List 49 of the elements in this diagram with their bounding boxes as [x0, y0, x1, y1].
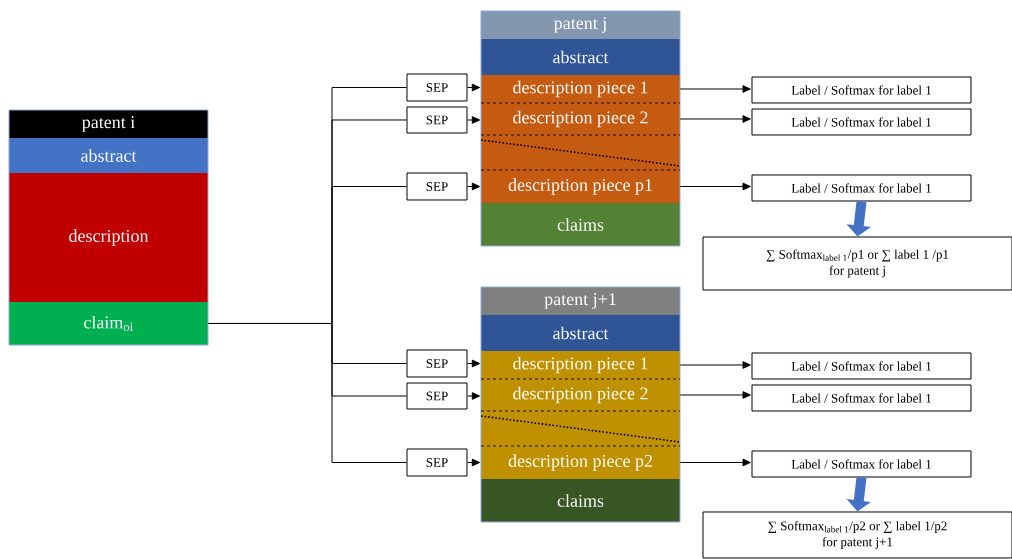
arrow [679, 458, 751, 467]
section-band: description piece 1 [481, 75, 680, 103]
section-band: abstract [481, 39, 680, 75]
label-box: Label / Softmax for label 1 [751, 352, 972, 380]
arrow [679, 391, 751, 399]
sep-box: SEP [406, 73, 468, 102]
formula-box: ∑ Softmax$_{label 1}$/p1 or ∑ label 1 /p1 for patent j [702, 236, 1012, 291]
formula-box: ∑ Softmax$_{label 1}$/p2 or ∑ label 1/p2 for patent j+1 [702, 511, 1012, 559]
section-band: description piece 1 [481, 351, 680, 379]
arrow [467, 182, 481, 191]
label-box: Label / Softmax for label 1 [751, 384, 972, 412]
label-box: Label / Softmax for label 1 [751, 108, 972, 136]
label-box: Label / Softmax for label 1 [751, 174, 972, 202]
connector [207, 323, 407, 463]
node-label: description piece p1 [508, 178, 652, 195]
arrow [467, 83, 481, 92]
section-band: abstract [481, 315, 680, 351]
section-band: claims [481, 479, 680, 522]
arrow [679, 361, 751, 369]
arrow [679, 115, 751, 123]
arrow [467, 359, 481, 368]
header-band: patent i [9, 110, 208, 138]
arrow [467, 458, 481, 467]
node-label: description piece p2 [508, 454, 653, 471]
section-band: description piece p1 [481, 170, 680, 203]
label-box: Label / Softmax for label 1 [751, 450, 972, 478]
arrow [679, 85, 751, 93]
section-band: description piece 2 [481, 103, 680, 135]
header-band: patent j [481, 11, 680, 39]
sep-box: SEP [406, 349, 468, 378]
arrow [467, 116, 481, 124]
section-band: claim$_{oi}$ [9, 302, 208, 345]
section-band: description piece p2 [481, 446, 680, 479]
section-band: description piece 2 [481, 379, 680, 411]
node-label: description piece 2 [513, 386, 648, 404]
sep-box: SEP [406, 448, 468, 477]
sep-box: SEP [406, 172, 468, 201]
section-band: claims [481, 203, 680, 246]
sep-box: SEP [406, 382, 468, 410]
node-label: description piece 1 [513, 356, 648, 374]
arrow [467, 392, 481, 400]
node-label: description piece 2 [513, 110, 648, 128]
sep-box: SEP [406, 106, 468, 134]
arrow [679, 182, 751, 191]
section-band: abstract [9, 138, 208, 173]
node-label: description piece 1 [513, 80, 648, 98]
label-box: Label / Softmax for label 1 [751, 76, 972, 104]
header-band: patent j+1 [481, 287, 680, 315]
section-band: description [9, 173, 208, 302]
